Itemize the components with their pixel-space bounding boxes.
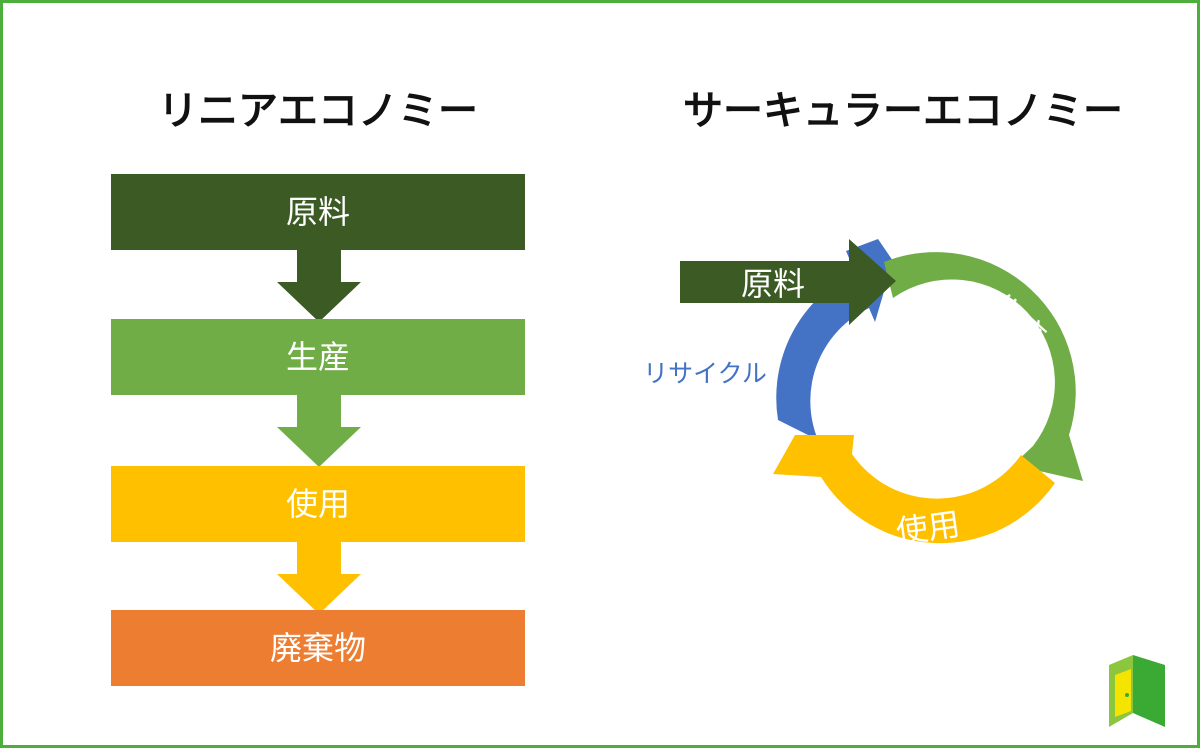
cycle-arrow-production [884,252,1083,481]
linear-arrow-down-1 [277,248,361,322]
cycle-production-label: 生産 [981,286,1054,357]
cycle-arrow-use [773,435,1055,544]
cycle-input-label: 原料 [741,265,805,303]
circular-economy-diagram: 原料 生産 使用 リサイクル [643,239,1083,552]
circular-economy-title: サーキュラーエコノミー [683,88,1123,134]
linear-arrow-down-3 [277,540,361,614]
cycle-input-arrow [680,239,896,325]
linear-step-use: 使用 [111,466,525,542]
door-logo-icon [1109,655,1165,727]
linear-step-waste: 廃棄物 [111,610,525,686]
linear-step-production: 生産 [111,319,525,395]
linear-economy-title: リニアエコノミー [158,88,478,134]
linear-arrow-down-2 [277,393,361,467]
cycle-use-label: 使用 [894,505,963,552]
linear-step-raw-material: 原料 [111,174,525,250]
cycle-recycle-label: リサイクル [643,359,767,388]
